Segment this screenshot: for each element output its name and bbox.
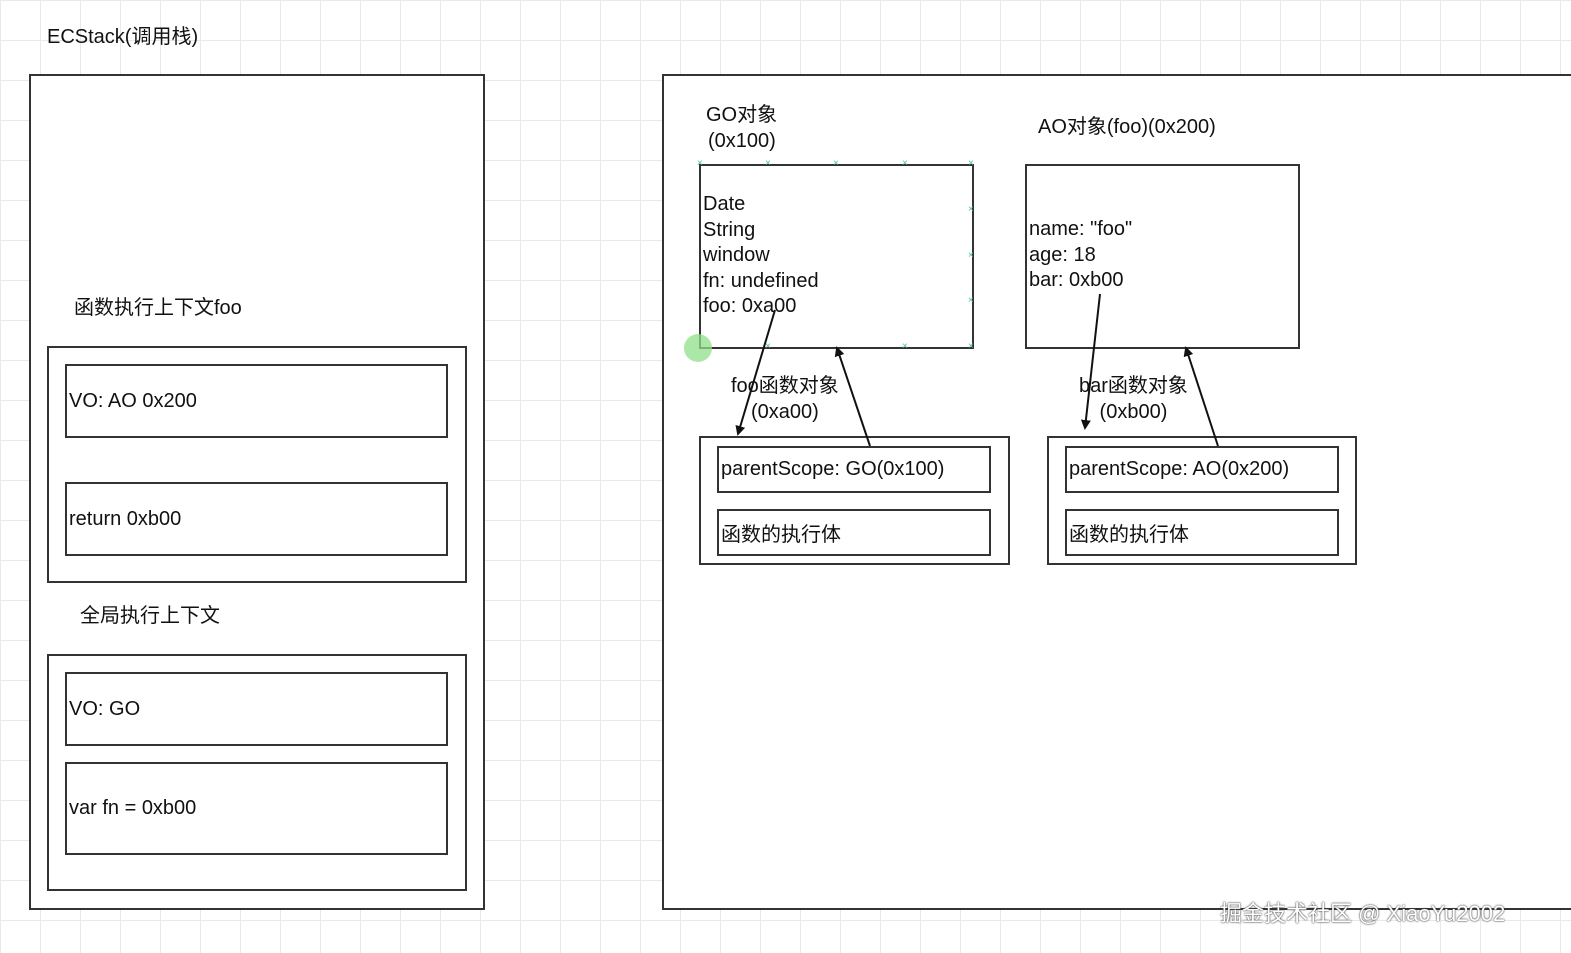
global-context-var[interactable]: var fn = 0xb00: [65, 762, 448, 855]
selection-handle[interactable]: ×: [968, 250, 974, 261]
ao-prop: name: "foo": [1029, 218, 1133, 240]
global-context-vo[interactable]: VO: GO: [65, 672, 448, 746]
selection-handle[interactable]: ×: [697, 158, 703, 169]
selection-handle[interactable]: ×: [968, 158, 974, 169]
go-props: Date String window fn: undefined foo: 0x…: [703, 192, 819, 320]
go-title-line1: GO对象: [706, 104, 778, 126]
go-prop: fn: undefined: [703, 269, 819, 292]
foo-context-vo[interactable]: VO: AO 0x200: [65, 364, 448, 438]
cursor-dot: [684, 334, 712, 362]
ao-props: name: "foo" age: 18 bar: 0xb00: [1029, 217, 1132, 294]
selection-handle[interactable]: ×: [968, 295, 974, 306]
arrow-bar-to-function[interactable]: [1080, 293, 1101, 430]
selection-handle[interactable]: ×: [833, 158, 839, 169]
ao-title: AO对象(foo)(0x200): [1038, 116, 1216, 138]
arrow-foo-scope-to-go[interactable]: [834, 346, 871, 447]
foo-context-label: 函数执行上下文foo: [74, 297, 242, 319]
bar-function-body[interactable]: 函数的执行体: [1065, 509, 1339, 556]
go-title-line2: (0x100): [708, 130, 776, 152]
watermark: 掘金技术社区 @ XiaoYu2002: [1220, 901, 1506, 926]
go-prop: Date: [703, 193, 746, 215]
foo-function-label-line1: foo函数对象: [731, 375, 839, 397]
go-title: GO对象 (0x100): [706, 102, 777, 154]
ao-prop: bar: 0xb00: [1029, 269, 1124, 291]
bar-function-label: bar函数对象 (0xb00): [1079, 373, 1188, 425]
arrow-foo-to-function[interactable]: [735, 309, 776, 436]
bar-function-label-line1: bar函数对象: [1079, 375, 1188, 397]
selection-handle[interactable]: ×: [902, 341, 908, 352]
go-prop: String: [703, 218, 756, 241]
selection-handle[interactable]: ×: [968, 204, 974, 215]
ao-prop: age: 18: [1029, 243, 1096, 266]
go-object-box[interactable]: Date String window fn: undefined foo: 0x…: [699, 164, 974, 349]
go-prop: foo: 0xa00: [703, 295, 797, 317]
ecstack-title: ECStack(调用栈): [47, 26, 199, 48]
selection-handle[interactable]: ×: [968, 341, 974, 352]
foo-function-label-line2: (0xa00): [751, 401, 819, 423]
foo-function-body[interactable]: 函数的执行体: [717, 509, 991, 556]
go-prop: window: [703, 244, 770, 266]
selection-handle[interactable]: ×: [902, 158, 908, 169]
bar-parent-scope[interactable]: parentScope: AO(0x200): [1065, 446, 1339, 493]
ao-object-box[interactable]: name: "foo" age: 18 bar: 0xb00: [1025, 164, 1300, 349]
selection-handle[interactable]: ×: [765, 341, 771, 352]
arrow-bar-scope-to-ao[interactable]: [1183, 346, 1219, 447]
foo-function-label: foo函数对象 (0xa00): [731, 373, 839, 425]
selection-handle[interactable]: ×: [765, 158, 771, 169]
global-context-label: 全局执行上下文: [80, 605, 220, 627]
foo-context-return[interactable]: return 0xb00: [65, 482, 448, 556]
foo-parent-scope[interactable]: parentScope: GO(0x100): [717, 446, 991, 493]
bar-function-label-line2: (0xb00): [1099, 401, 1168, 423]
